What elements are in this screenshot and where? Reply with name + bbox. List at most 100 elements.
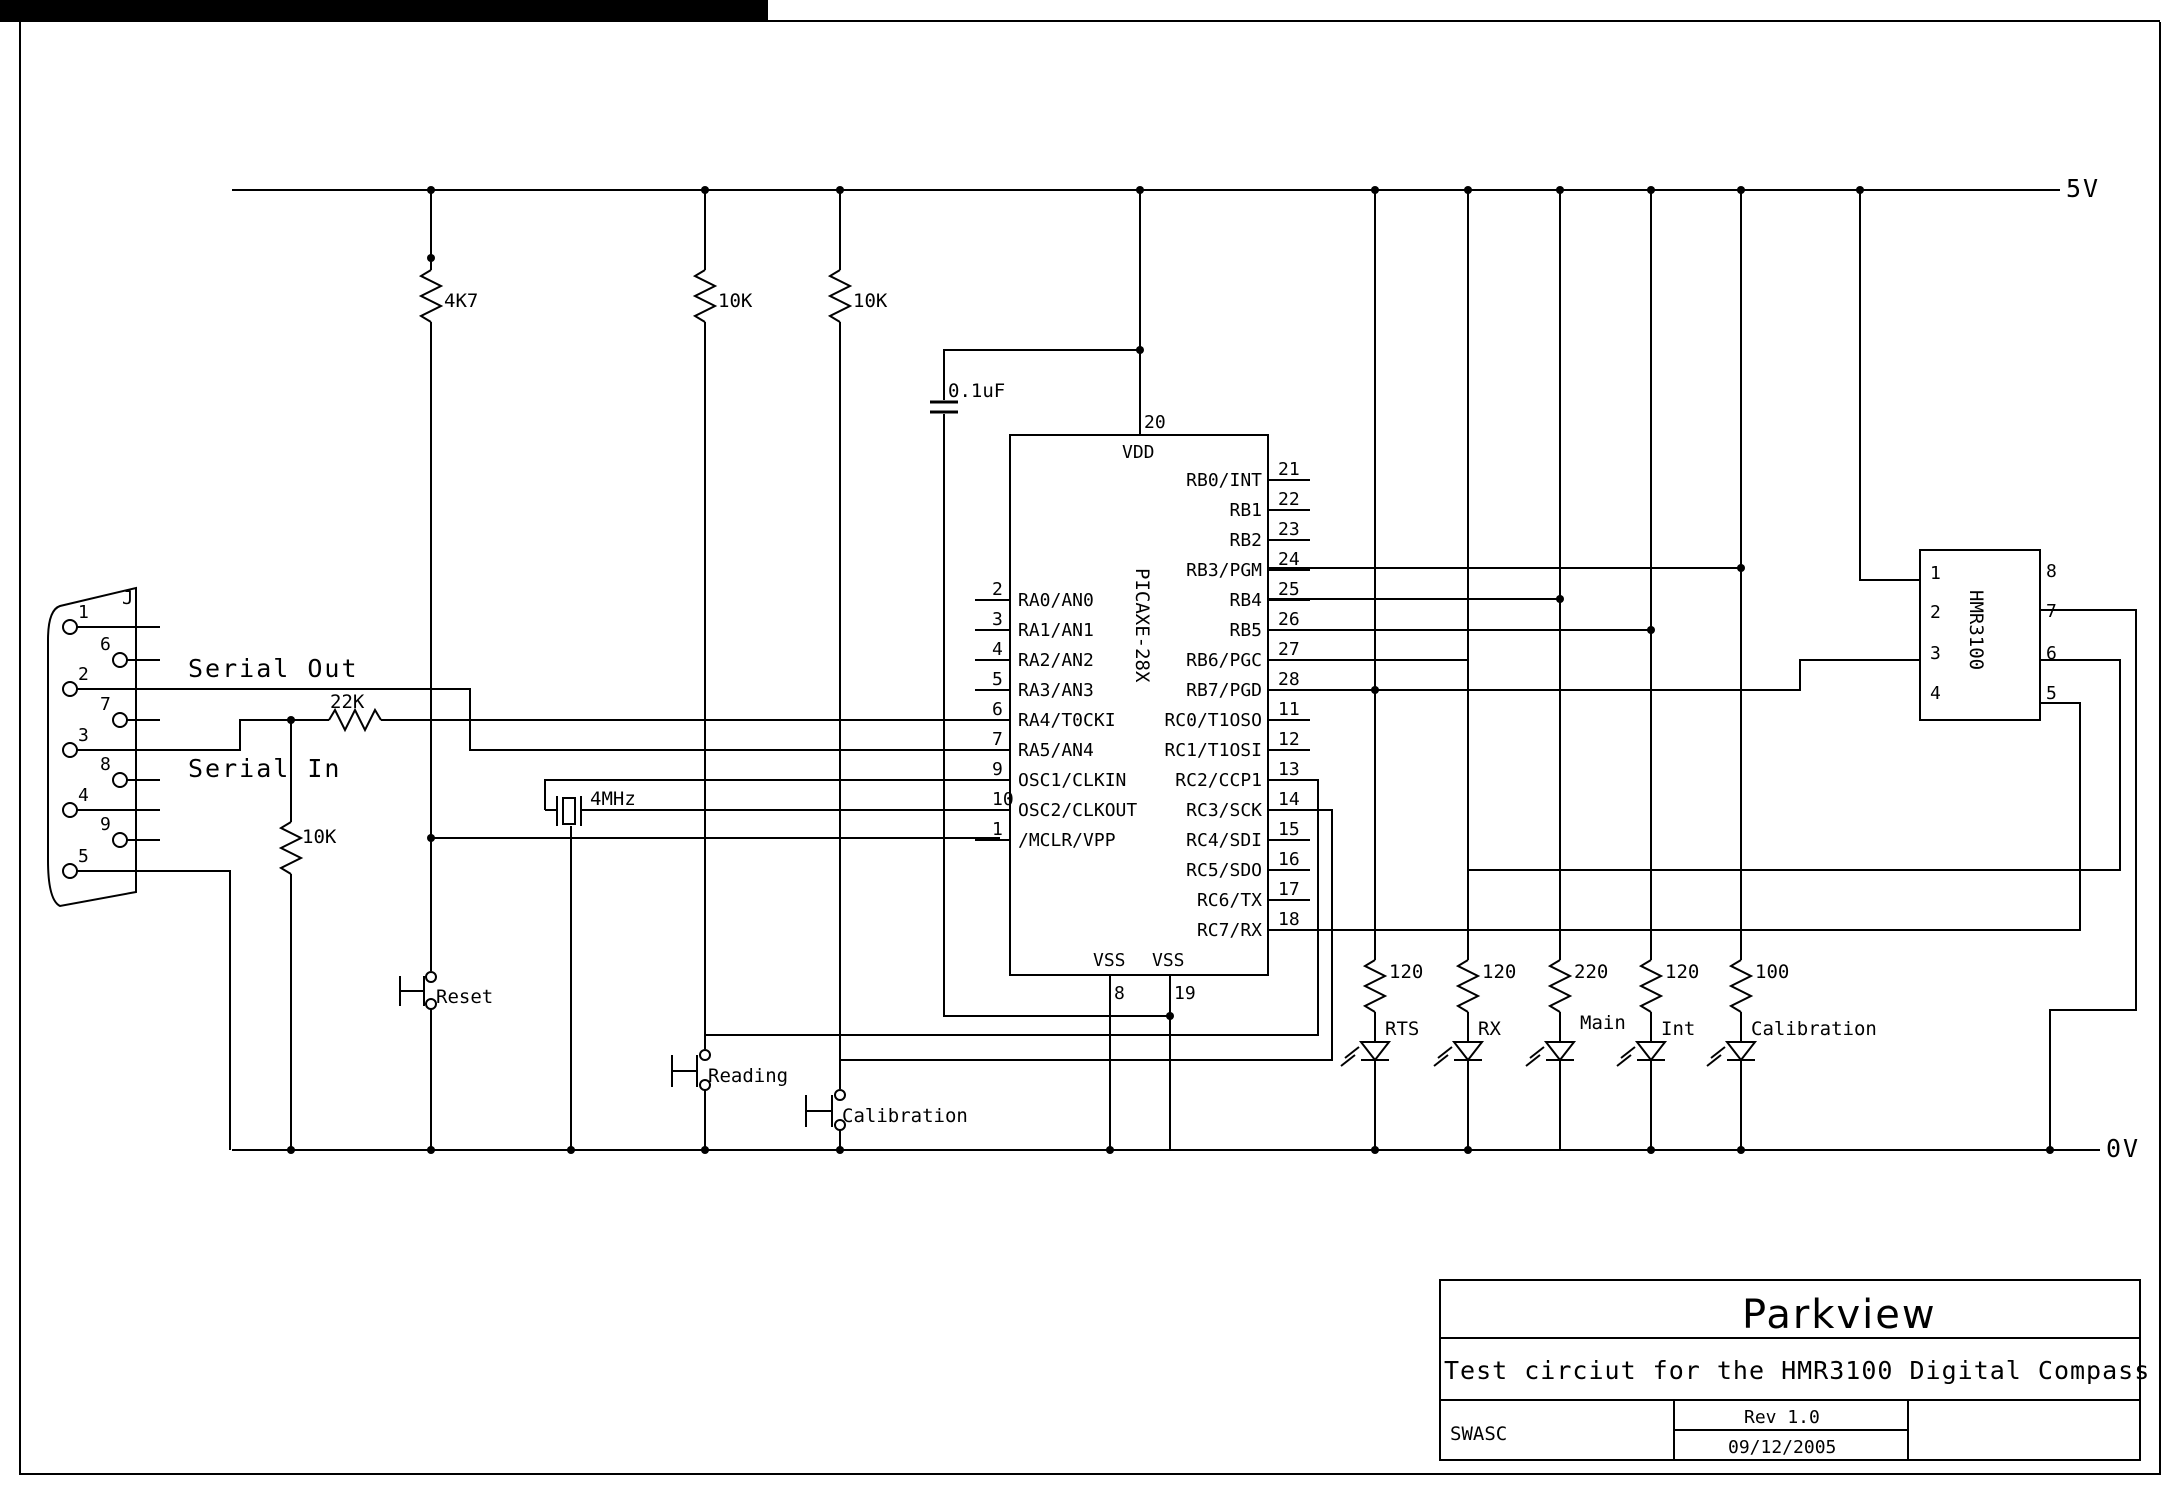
db9-pin-4: 4 [78,785,89,806]
led-resistor-label-3: 220 [1574,961,1608,983]
resistor-10k-reading [692,269,718,323]
db9-pin-3: 3 [78,725,89,746]
led-diode-2 [1451,1041,1485,1062]
compass-pin-7: 7 [2046,601,2057,622]
mcu-vss-pin-a: 8 [1114,983,1125,1004]
db9-pin-5: 5 [78,846,89,867]
mcu-pin-6-label: RA4/T0CKI [1018,710,1116,731]
resistor-10k-calibration [827,269,853,323]
reset-button [399,971,437,1010]
compass-pin-4: 4 [1930,683,1941,704]
compass-pin-6: 6 [2046,643,2057,664]
mcu-pin-13-number: 13 [1278,759,1300,780]
serial-out-label: Serial Out [188,654,359,683]
picaxe-28x-chip: PICAXE-28X VDD 20 VSS VSS 8 19 2RA0/AN03… [975,412,1310,1004]
mcu-pin-3-number: 3 [992,609,1003,630]
mcu-pin-5-label: RA3/AN3 [1018,680,1094,701]
title-author: SWASC [1450,1423,1507,1445]
connector-ref: J [122,587,133,609]
mcu-pin-25-label: RB4 [1229,590,1262,611]
mcu-pin-5-number: 5 [992,669,1003,690]
mcu-pin-21-label: RB0/INT [1186,470,1262,491]
mcu-pin-3-label: RA1/AN1 [1018,620,1094,641]
mcu-pin-22-number: 22 [1278,489,1300,510]
mcu-pin-1-number: 1 [992,819,1003,840]
db9-pin-7: 7 [100,694,111,715]
mcu-pin-10-label: OSC2/CLKOUT [1018,800,1137,821]
compass-name: HMR3100 [1965,590,1987,670]
mcu-pin-14-number: 14 [1278,789,1300,810]
mcu-pin-18-number: 18 [1278,909,1300,930]
led-diode-1 [1358,1041,1392,1062]
mcu-pin-12-label: RC1/T1OSI [1164,740,1262,761]
mcu-pin-16-number: 16 [1278,849,1300,870]
led-resistor-label-4: 120 [1665,961,1699,983]
mcu-pin-13-label: RC2/CCP1 [1175,770,1262,791]
crystal-4mhz [545,796,590,826]
mcu-pin-26-label: RB5 [1229,620,1262,641]
mcu-pin-17-number: 17 [1278,879,1300,900]
mcu-pin-22-label: RB1 [1229,500,1262,521]
db9-pin-2: 2 [78,664,89,685]
mcu-pin-12-number: 12 [1278,729,1300,750]
compass-pin-8: 8 [2046,561,2057,582]
led-resistor-label-5: 100 [1755,961,1789,983]
led-label-4: Int [1661,1018,1695,1040]
hmr3100-compass: HMR3100 1 2 3 4 8 7 6 5 [1919,549,2057,721]
mcu-pin-1-label: /MCLR/VPP [1018,830,1116,851]
led-label-1: RTS [1385,1018,1419,1040]
led-label-3: Main [1580,1012,1626,1034]
mcu-pin-24-number: 24 [1278,549,1300,570]
mcu-pin-9-number: 9 [992,759,1003,780]
capacitor-0-1uf [930,400,958,414]
mcu-pin-28-label: RB7/PGD [1186,680,1262,701]
gnd-label: 0V [2106,1134,2140,1163]
mcu-right-pins: 21RB0/INT22RB123RB224RB3/PGM25RB426RB527… [1164,459,1310,941]
resistor-10k-serial [278,821,304,875]
mcu-pin-21-number: 21 [1278,459,1300,480]
serial-in-label: Serial In [188,754,341,783]
mcu-pin-6-number: 6 [992,699,1003,720]
title-revision: Rev 1.0 [1744,1407,1820,1428]
mcu-pin-15-label: RC4/SDI [1186,830,1262,851]
mcu-pin-11-number: 11 [1278,699,1300,720]
title-block: Parkview Test circiut for the HMR3100 Di… [1439,1279,2150,1461]
r-22k-label: 22K [330,691,365,713]
title-description: Test circiut for the HMR3100 Digital Com… [1444,1356,2150,1385]
led-resistor-3 [1547,959,1573,1013]
crystal-label: 4MHz [590,788,636,810]
mcu-pin-4-label: RA2/AN2 [1018,650,1094,671]
mcu-pin-24-label: RB3/PGM [1186,560,1262,581]
led-resistor-2 [1455,959,1481,1013]
mcu-pin-27-number: 27 [1278,639,1300,660]
resistor-22k [328,707,382,733]
mcu-pin-7-number: 7 [992,729,1003,750]
db9-pin-1: 1 [78,602,89,623]
title-date: 09/12/2005 [1728,1437,1836,1458]
resistor-4k7 [418,269,444,323]
calibration-button-label: Calibration [842,1105,968,1127]
mcu-pin-2-label: RA0/AN0 [1018,590,1094,611]
compass-pin-2: 2 [1930,602,1941,623]
led-label-2: RX [1478,1018,1501,1040]
led-label-5: Calibration [1751,1018,1877,1040]
gnd-rail: 0V [232,1134,2140,1163]
mcu-pin-27-label: RB6/PGC [1186,650,1262,671]
cap-label: 0.1uF [948,380,1005,402]
vcc-label: 5V [2066,174,2100,203]
compass-pin-3: 3 [1930,643,1941,664]
reading-button [671,1049,711,1091]
mcu-pin-4-number: 4 [992,639,1003,660]
mcu-pin-2-number: 2 [992,579,1003,600]
mcu-pin-15-number: 15 [1278,819,1300,840]
mcu-vdd-label: VDD [1122,442,1155,463]
mcu-pin-17-label: RC6/TX [1197,890,1262,911]
mcu-pin-23-label: RB2 [1229,530,1262,551]
